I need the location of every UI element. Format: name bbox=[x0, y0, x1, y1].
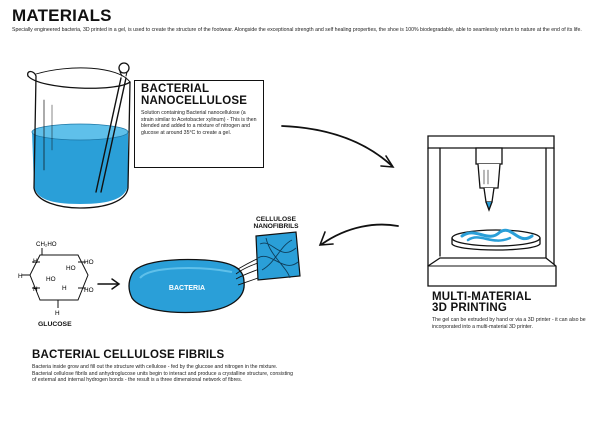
glucose-h-5: H bbox=[62, 285, 67, 292]
fibrils-body: Bacteria inside grow and fill out the st… bbox=[32, 364, 293, 384]
nanofibrils-label-line1: CELLULOSE bbox=[256, 216, 296, 223]
nanofibrils-label-line2: NANOFIBRILS bbox=[253, 223, 299, 230]
arrow-to-printer bbox=[281, 125, 395, 168]
glucose-ho-4: HO bbox=[66, 265, 76, 272]
beaker-illustration bbox=[27, 62, 131, 209]
glucose-ho-1: HO bbox=[84, 259, 94, 266]
nanocellulose-box: BACTERIAL NANOCELLULOSE Solution contain… bbox=[134, 80, 264, 168]
glucose-h-3: H bbox=[33, 286, 38, 293]
nanocellulose-heading-line2: NANOCELLULOSE bbox=[141, 94, 248, 107]
arrow-to-bacteria bbox=[97, 278, 121, 290]
nanocellulose-heading-line1: BACTERIAL bbox=[141, 83, 210, 95]
glucose-h-4: H bbox=[55, 310, 60, 317]
printer-illustration bbox=[427, 135, 557, 287]
ch2oh-label: CH₂HO bbox=[36, 241, 57, 248]
bacteria-illustration bbox=[128, 251, 281, 314]
nanofibrils-illustration bbox=[255, 231, 301, 281]
glucose-ho-3: HO bbox=[46, 276, 56, 283]
glucose-ho-2: HO bbox=[84, 287, 94, 294]
printing-heading-line2: 3D PRINTING bbox=[432, 302, 508, 314]
glucose-h-1: H bbox=[33, 258, 38, 265]
printing-body: The gel can be extruded by hand or via a… bbox=[432, 317, 586, 330]
printing-heading-line1: MULTI-MATERIAL bbox=[432, 291, 532, 303]
page-title: MATERIALS bbox=[12, 6, 112, 25]
glucose-label: GLUCOSE bbox=[38, 321, 72, 328]
glucose-h-2: H bbox=[18, 273, 23, 280]
glucose-molecule bbox=[22, 248, 89, 308]
fibrils-heading: BACTERIAL CELLULOSE FIBRILS bbox=[32, 349, 225, 361]
arrow-to-fibrils bbox=[318, 223, 399, 246]
nanocellulose-body: Solution containing Bacterial nanocellul… bbox=[141, 110, 257, 136]
bacteria-label: BACTERIA bbox=[169, 285, 205, 292]
intro-text: Specially engineered bacteria, 3D printe… bbox=[12, 27, 582, 33]
